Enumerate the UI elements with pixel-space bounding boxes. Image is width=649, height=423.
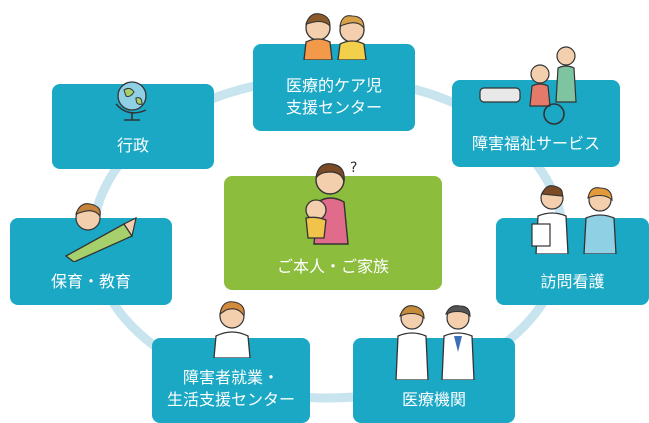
node-childcare-education: 保育・教育 (10, 218, 172, 305)
node-home-nursing: 訪問看護 (496, 218, 649, 305)
node-medical-child-line1: 医療的ケア児 (285, 76, 382, 95)
mother-child-icon: ? (305, 160, 357, 245)
node-childcare-education-label: 保育・教育 (50, 272, 131, 291)
node-employment-support-line1: 障害者就業・ (182, 368, 279, 387)
node-home-nursing-label: 訪問看護 (540, 272, 605, 291)
node-medical-child-support: 医療的ケア児 支援センター (253, 44, 415, 131)
children-icon (303, 13, 367, 60)
svg-text:?: ? (350, 160, 357, 176)
center-node: ご本人・ご家族 (224, 176, 442, 290)
node-medical-child-line2: 支援センター (285, 98, 382, 117)
center-label: ご本人・ご家族 (276, 257, 389, 276)
worker-icon (213, 301, 251, 358)
node-medical-institution: 医療機関 (353, 338, 515, 423)
doctors-icon (395, 305, 475, 380)
node-disability-welfare-label: 障害福祉サービス (471, 134, 600, 153)
globe-icon (115, 81, 147, 121)
family-wheelchair-icon (479, 46, 577, 125)
node-administration-label: 行政 (116, 136, 149, 155)
nurses-icon (531, 185, 617, 254)
node-employment-support-line2: 生活支援センター (166, 390, 295, 409)
child-pencil-icon (64, 203, 137, 262)
node-medical-institution-label: 医療機関 (401, 390, 466, 409)
